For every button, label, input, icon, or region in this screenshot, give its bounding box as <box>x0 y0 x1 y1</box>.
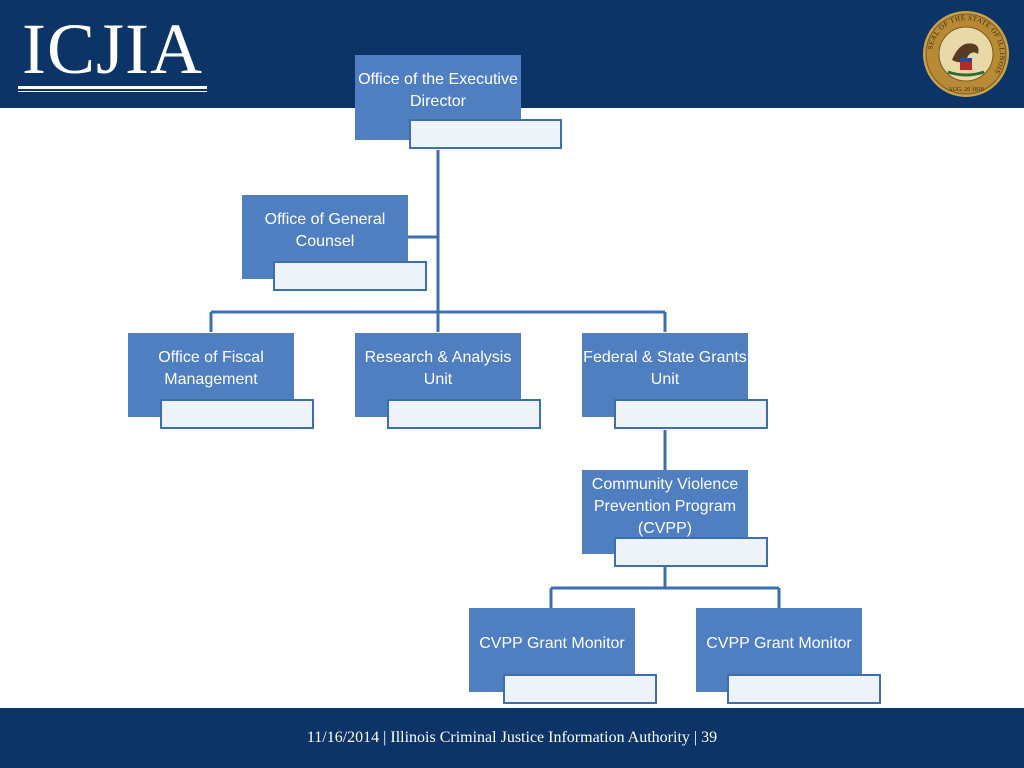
org-box-tab <box>503 674 657 704</box>
seal-date: AUG. 26 1818 <box>948 87 984 93</box>
org-box-tab <box>614 399 768 429</box>
footer-band <box>0 708 1024 768</box>
org-box-tab <box>273 261 427 291</box>
state-seal-icon: SEAL OF THE STATE OF ILLINOIS AUG. 26 18… <box>923 11 1009 97</box>
icjia-logo: ICJIA <box>18 10 207 96</box>
org-box-tab <box>409 119 562 149</box>
org-box-tab <box>614 537 768 567</box>
org-box-tab <box>160 399 314 429</box>
org-box-label: Office of the Executive Director <box>358 71 518 110</box>
org-box-tab <box>727 674 881 704</box>
org-box-label: Office of Fiscal Management <box>158 349 264 388</box>
logo-rule <box>18 86 207 89</box>
org-box-label: CVPP Grant Monitor <box>479 635 625 652</box>
org-box-label: Federal & State Grants Unit <box>583 349 747 388</box>
logo-rule-thin <box>18 91 207 92</box>
footer-text: 11/16/2014 | Illinois Criminal Justice I… <box>306 729 718 746</box>
org-box-label: Office of General Counsel <box>264 211 386 250</box>
org-box-tab <box>387 399 541 429</box>
org-box-label: Community Violence Prevention Program (C… <box>591 476 739 537</box>
org-box-label: Research & Analysis Unit <box>364 349 512 388</box>
logo-text: ICJIA <box>22 9 203 89</box>
org-box-label: CVPP Grant Monitor <box>706 635 852 652</box>
